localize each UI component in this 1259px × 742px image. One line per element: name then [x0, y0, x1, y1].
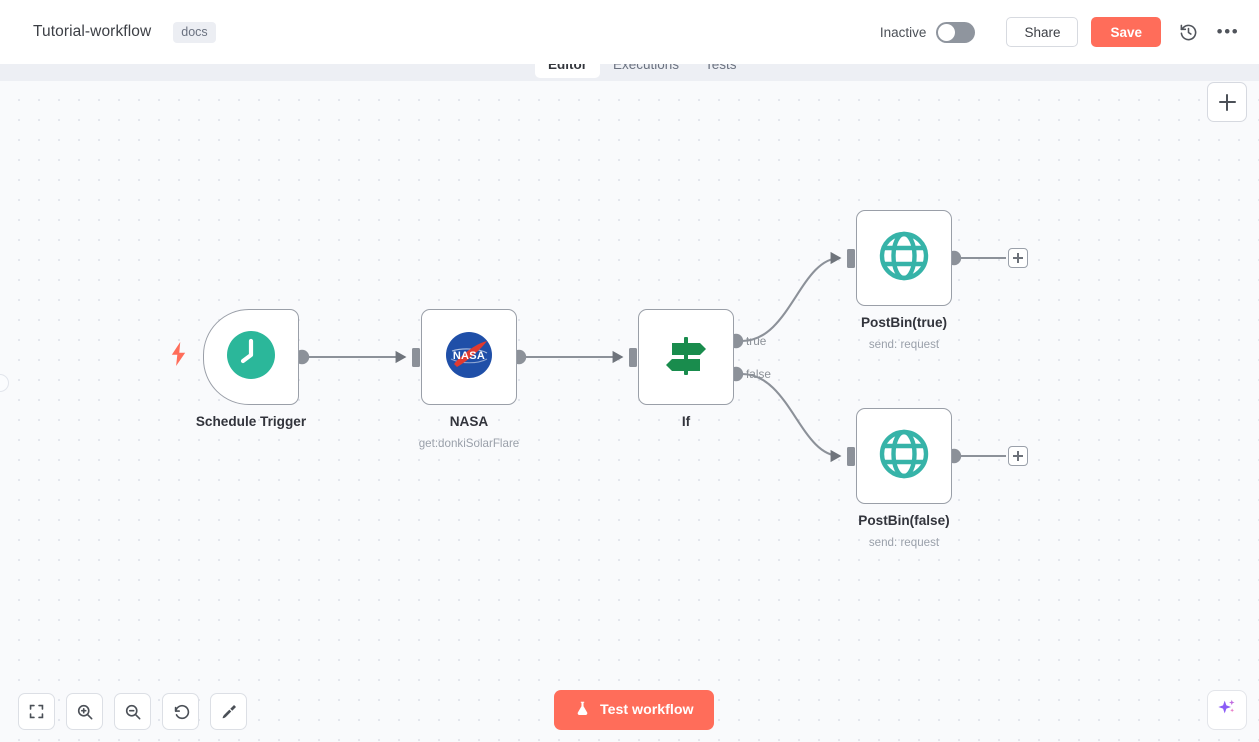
- test-workflow-button[interactable]: Test workflow: [554, 690, 714, 730]
- canvas-toolbar: [18, 693, 247, 730]
- workflow-title[interactable]: Tutorial-workflow: [33, 23, 152, 40]
- more-options-icon[interactable]: •••: [1215, 19, 1241, 45]
- svg-text:NASA: NASA: [453, 350, 485, 362]
- node-subtitle-postbin-false: send: request: [868, 536, 940, 549]
- node-postbin-false[interactable]: [856, 408, 952, 504]
- add-node-button[interactable]: [1207, 82, 1247, 122]
- history-icon[interactable]: [1175, 19, 1201, 45]
- toggle-knob: [938, 23, 956, 41]
- globe-icon: [878, 428, 930, 485]
- globe-icon: [878, 230, 930, 287]
- header-actions: Inactive Share Save •••: [880, 17, 1259, 47]
- flask-icon: [574, 700, 591, 721]
- save-button[interactable]: Save: [1091, 17, 1161, 47]
- clock-icon: [226, 330, 276, 385]
- node-if[interactable]: [638, 309, 734, 405]
- ai-assistant-button[interactable]: [1207, 690, 1247, 730]
- activation-toggle[interactable]: [936, 21, 976, 43]
- node-schedule-trigger[interactable]: [203, 309, 299, 405]
- zoom-out-button[interactable]: [114, 693, 151, 730]
- signpost-icon: [660, 329, 712, 386]
- ellipsis-glyph: •••: [1216, 22, 1240, 41]
- node-postbin-true[interactable]: [856, 210, 952, 306]
- add-node-after-postbin-true[interactable]: [1008, 248, 1028, 268]
- node-nasa[interactable]: NASA: [421, 309, 517, 405]
- workflow-tag-docs[interactable]: docs: [173, 21, 216, 43]
- activation-status-label: Inactive: [879, 24, 927, 40]
- workflow-canvas[interactable]: Schedule Trigger NASA NASA get:donkiSola…: [0, 64, 1259, 742]
- zoom-to-fit-button[interactable]: [18, 693, 55, 730]
- node-label-postbin-true: PostBin(true): [860, 315, 948, 330]
- output-label-false: false: [746, 367, 771, 381]
- node-subtitle-postbin-true: send: request: [868, 338, 940, 351]
- node-label-schedule-trigger: Schedule Trigger: [195, 414, 307, 429]
- output-label-true: true: [746, 334, 767, 348]
- app-header: Tutorial-workflow docs Inactive Share Sa…: [0, 0, 1259, 64]
- add-node-after-postbin-false[interactable]: [1008, 446, 1028, 466]
- lightning-icon: [170, 342, 187, 371]
- node-subtitle-nasa: get:donkiSolarFlare: [418, 437, 520, 450]
- node-label-postbin-false: PostBin(false): [858, 513, 950, 528]
- test-workflow-label: Test workflow: [600, 702, 694, 718]
- node-label-nasa: NASA: [449, 414, 489, 429]
- tidy-up-button[interactable]: [210, 693, 247, 730]
- node-label-if: If: [681, 414, 691, 429]
- reset-zoom-button[interactable]: [162, 693, 199, 730]
- sparkle-icon: [1216, 697, 1238, 724]
- zoom-in-button[interactable]: [66, 693, 103, 730]
- nasa-logo-icon: NASA: [445, 331, 493, 384]
- share-button[interactable]: Share: [1006, 17, 1079, 47]
- connection-edges: [294, 249, 1006, 466]
